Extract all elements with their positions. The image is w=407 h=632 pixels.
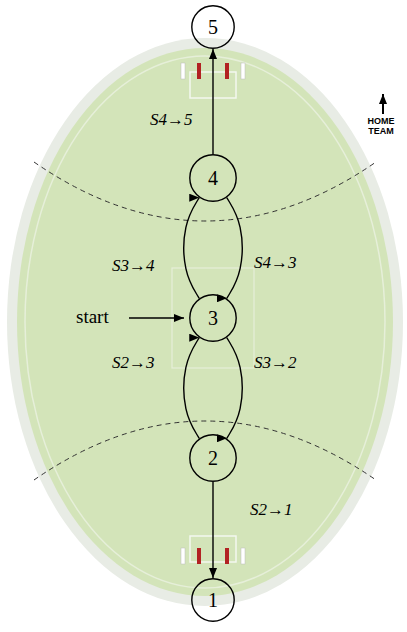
state-number: 2: [208, 448, 218, 468]
transition-label: S2→3: [112, 354, 155, 373]
state-circle: 5: [191, 5, 235, 49]
fifty-metre-arc: [34, 421, 376, 480]
transition-label: S3→4: [112, 257, 155, 276]
state-number: 1: [208, 590, 218, 610]
transition-arrow: [212, 49, 213, 154]
field-grass: [17, 48, 393, 596]
start-arrow: [129, 317, 184, 318]
transition-label: S3→2: [254, 354, 297, 373]
state-circle: 1: [191, 578, 235, 622]
transition-arrow: [227, 198, 242, 299]
boundary-line: [25, 56, 385, 588]
state-circle: 4: [189, 154, 237, 202]
transition-label: S4→5: [150, 111, 193, 130]
state-number: 5: [208, 17, 218, 37]
field-rim: [7, 38, 403, 606]
state-circle: 3: [189, 294, 237, 342]
transition-label: S4→3: [254, 254, 297, 273]
state-number: 3: [208, 308, 218, 328]
transition-arrow: [184, 198, 199, 299]
transition-arrow: [184, 338, 199, 439]
transition-arrow: [212, 482, 213, 578]
transition-arrow: [227, 338, 242, 439]
centre-square: [172, 268, 254, 368]
transition-label: S2→1: [250, 501, 293, 520]
direction-label: HOME TEAM: [358, 117, 404, 137]
fifty-metre-arc: [34, 162, 376, 221]
state-circle: 2: [189, 434, 237, 482]
start-label: start: [76, 307, 109, 328]
direction-arrow: [382, 94, 384, 114]
state-number: 4: [208, 168, 218, 188]
